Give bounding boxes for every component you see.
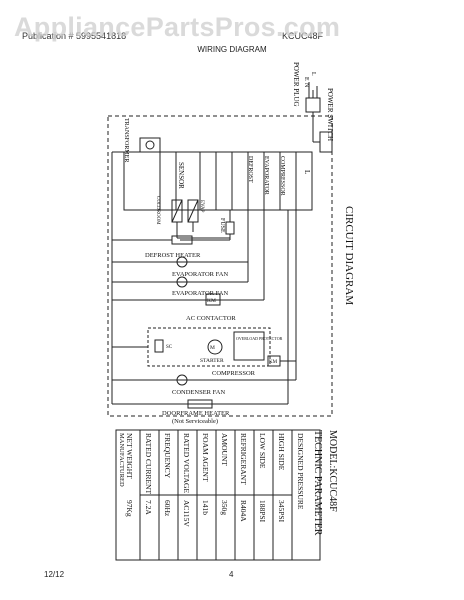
footer-date: 12/12 <box>44 570 65 579</box>
start-capacitor-icon <box>154 339 164 353</box>
motor-m-label: M <box>210 345 215 351</box>
param-value: 7.2A <box>144 500 153 515</box>
plug-pin-l: L <box>310 72 316 76</box>
circuit-diagram-title: CIRCUIT DIAGRAM <box>343 206 355 305</box>
param-name: NET WEIGHT <box>125 433 134 479</box>
param-value: 188PSI <box>258 500 267 523</box>
param-name: AMOUNT <box>220 433 229 466</box>
param-name: RATED CURRENT <box>144 433 153 494</box>
board-pin-defrost: DEFROST <box>247 156 253 183</box>
power-switch-label: POWER SWITCH <box>326 88 334 141</box>
sc-label: SC <box>166 345 173 350</box>
plug-pin-e: E <box>303 77 309 81</box>
fuse-label: FUSE <box>219 218 225 233</box>
power-plug-label: POWER PLUG <box>292 62 300 107</box>
param-value: 350g <box>220 500 229 515</box>
param-value: 345PSI <box>277 500 286 523</box>
defrost-heater-label: DEFROST HEATER <box>145 252 201 259</box>
sensor-label: SENSOR <box>177 162 185 189</box>
param-name: HIGH SIDE <box>277 433 286 471</box>
board-pin-evaporator: EVAPORATOR <box>263 156 269 195</box>
technic-parameter-table <box>115 429 321 561</box>
overload-protector-label: OVERLOAD PROTECTOR <box>236 336 283 341</box>
ac-contactor-icon <box>205 293 221 306</box>
coldroom-label: COLDROOM <box>155 196 160 225</box>
model-label: MODEL:KCUC48F <box>327 430 338 512</box>
page-number: 4 <box>229 570 234 579</box>
control-board <box>123 151 313 211</box>
evaporator-fan-2-icon <box>176 276 188 288</box>
not-serviceable-label: (Not Serviceable) <box>172 418 218 425</box>
power-plug-body <box>305 97 321 113</box>
doorframe-heater-label: DOORFRAME HEATER <box>162 410 230 417</box>
compressor-label: COMPRESSOR <box>212 370 256 377</box>
evap-label: EVAP <box>199 200 204 213</box>
designed-pressure-header: DESIGNED PRESSURE <box>296 433 305 510</box>
param-name: FOAM AGENT <box>201 433 210 482</box>
transformer-label: TRANSFORMER <box>123 118 129 162</box>
param-name: LOW SIDE <box>258 433 267 469</box>
param-value: 60Hz <box>163 500 172 517</box>
param-name: RATED VOLTAGE <box>182 433 191 493</box>
fuse-icon <box>225 221 235 235</box>
param-value: AC115V <box>182 500 191 527</box>
overload-protector-box <box>233 331 265 361</box>
param-value: R404A <box>239 500 248 522</box>
param-name: MANUFACTURED <box>118 433 125 487</box>
board-pin-compressor: COMPRESSOR <box>279 156 285 196</box>
evaporator-fan-1-icon <box>176 256 188 268</box>
param-name: FREQUENCY <box>163 433 172 479</box>
unit-enclosure <box>107 115 333 417</box>
ac-contactor-label: AC CONTACTOR <box>186 315 236 322</box>
param-value: 97Kg <box>125 500 134 517</box>
starter-label: STARTER <box>200 358 224 364</box>
transformer-icon <box>139 137 161 153</box>
param-name: REFRIGERANT <box>239 433 248 485</box>
compressor-motor-icon <box>207 339 223 355</box>
page-title: WIRING DIAGRAM <box>197 45 267 54</box>
publication-number: Publication # 5995541818 <box>22 31 127 41</box>
evaporator-fan-1-label: EVAPORATOR FAN <box>172 271 228 278</box>
condenser-fan-label: CONDENSER FAN <box>172 389 225 396</box>
technic-parameter-title: TECHNIC PARAMETER <box>312 430 323 536</box>
km2-label: KM <box>269 360 278 365</box>
board-pin-l: L <box>303 170 311 174</box>
plug-pin-n: N <box>303 83 309 88</box>
condenser-fan-icon <box>176 374 188 386</box>
doorframe-heater-icon <box>187 399 213 409</box>
param-value: 141b <box>201 500 210 515</box>
evaporator-fan-2-label: EVAPORATOR FAN <box>172 290 228 297</box>
km-label: KM <box>207 298 216 304</box>
model-header: KCUC48F <box>282 31 324 41</box>
